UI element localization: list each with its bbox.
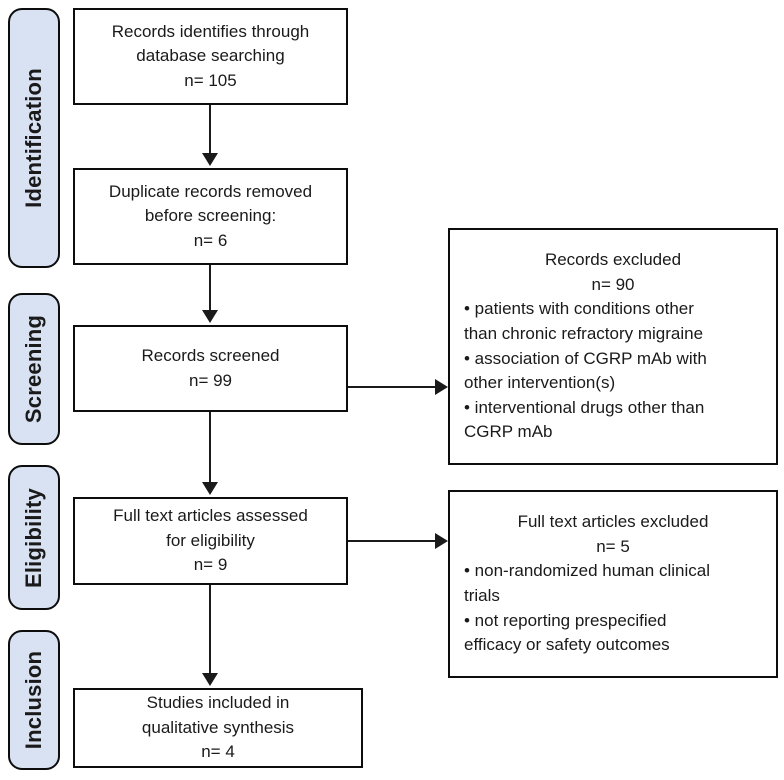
exclusion-box-records-excluded: Records excluded n= 90 • patients with c… <box>448 228 778 465</box>
arrow-head-right <box>435 533 448 549</box>
stage-label-identification: Identification <box>21 68 47 208</box>
arrow-head-down <box>202 310 218 323</box>
exclusion-bullet-line: trials <box>464 586 500 605</box>
exclusion-bullet-line: • association of CGRP mAb with <box>464 348 707 368</box>
arrow-head-down <box>202 482 218 495</box>
flow-box-studies-included: Studies included in qualitative synthesi… <box>73 688 363 768</box>
flow-box-line: Records screened <box>141 345 280 365</box>
exclusion-bullet-line: than chronic refractory migraine <box>464 323 704 343</box>
connector-duplicates-to-screened <box>209 265 211 312</box>
exclusion-bullet-line: other intervention(s) <box>464 373 616 393</box>
exclusion-bullet-line: efficacy or safety outcomes <box>464 635 670 655</box>
flow-box-line: n= 9 <box>193 555 228 575</box>
flow-box-line: qualitative synthesis <box>141 717 295 737</box>
exclusion-header-line: n= 90 <box>591 274 635 294</box>
connector-identified-to-duplicates <box>209 105 211 155</box>
exclusion-header-line: n= 5 <box>596 536 630 556</box>
exclusion-header-line: Full text articles excluded <box>517 512 709 532</box>
arrow-head-right <box>435 379 448 395</box>
stage-tab-identification: Identification <box>8 8 60 268</box>
stage-tab-inclusion: Inclusion <box>8 630 60 770</box>
flow-box-records-screened: Records screened n= 99 <box>73 325 348 412</box>
flow-box-line: for eligibility <box>166 530 255 550</box>
stage-tab-screening: Screening <box>8 293 60 445</box>
connector-fulltext-to-included <box>209 585 211 675</box>
stage-label-screening: Screening <box>21 314 47 424</box>
exclusion-bullet-line: • not reporting prespecified <box>464 610 667 630</box>
stage-tab-eligibility: Eligibility <box>8 465 60 610</box>
arrow-head-down <box>202 673 218 686</box>
flow-box-line: n= 99 <box>188 370 232 390</box>
flow-box-full-text-assessed: Full text articles assessed for eligibil… <box>73 497 348 585</box>
flow-box-line: Duplicate records removed <box>108 181 313 201</box>
flow-box-line: Records identifies through <box>111 21 310 41</box>
flow-box-line: n= 105 <box>184 70 237 90</box>
connector-screened-to-records-excluded <box>348 386 438 388</box>
stage-label-eligibility: Eligibility <box>21 487 46 588</box>
connector-screened-to-fulltext <box>209 412 211 484</box>
flow-box-line: Full text articles assessed <box>113 506 308 526</box>
exclusion-bullet-line: • patients with conditions other <box>464 299 694 319</box>
arrow-head-down <box>202 153 218 166</box>
flow-box-line: Studies included in <box>146 693 290 713</box>
flow-box-line: before screening: <box>144 206 277 226</box>
exclusion-header-line: Records excluded <box>544 249 682 269</box>
flow-box-line: n= 6 <box>193 230 228 250</box>
exclusion-bullet-line: • non-randomized human clinical <box>464 561 710 581</box>
exclusion-bullet-line: • interventional drugs other than <box>464 397 705 417</box>
flow-box-duplicates-removed: Duplicate records removed before screeni… <box>73 168 348 265</box>
flow-box-line: n= 4 <box>201 742 235 762</box>
exclusion-bullet-line: CGRP mAb <box>464 422 553 442</box>
flow-box-records-identified: Records identifies through database sear… <box>73 8 348 105</box>
stage-label-inclusion: Inclusion <box>21 650 46 750</box>
flow-box-line: database searching <box>136 46 285 66</box>
connector-fulltext-to-fulltext-excluded <box>348 540 438 542</box>
exclusion-box-full-text-excluded: Full text articles excluded n= 5 • non-r… <box>448 490 778 678</box>
